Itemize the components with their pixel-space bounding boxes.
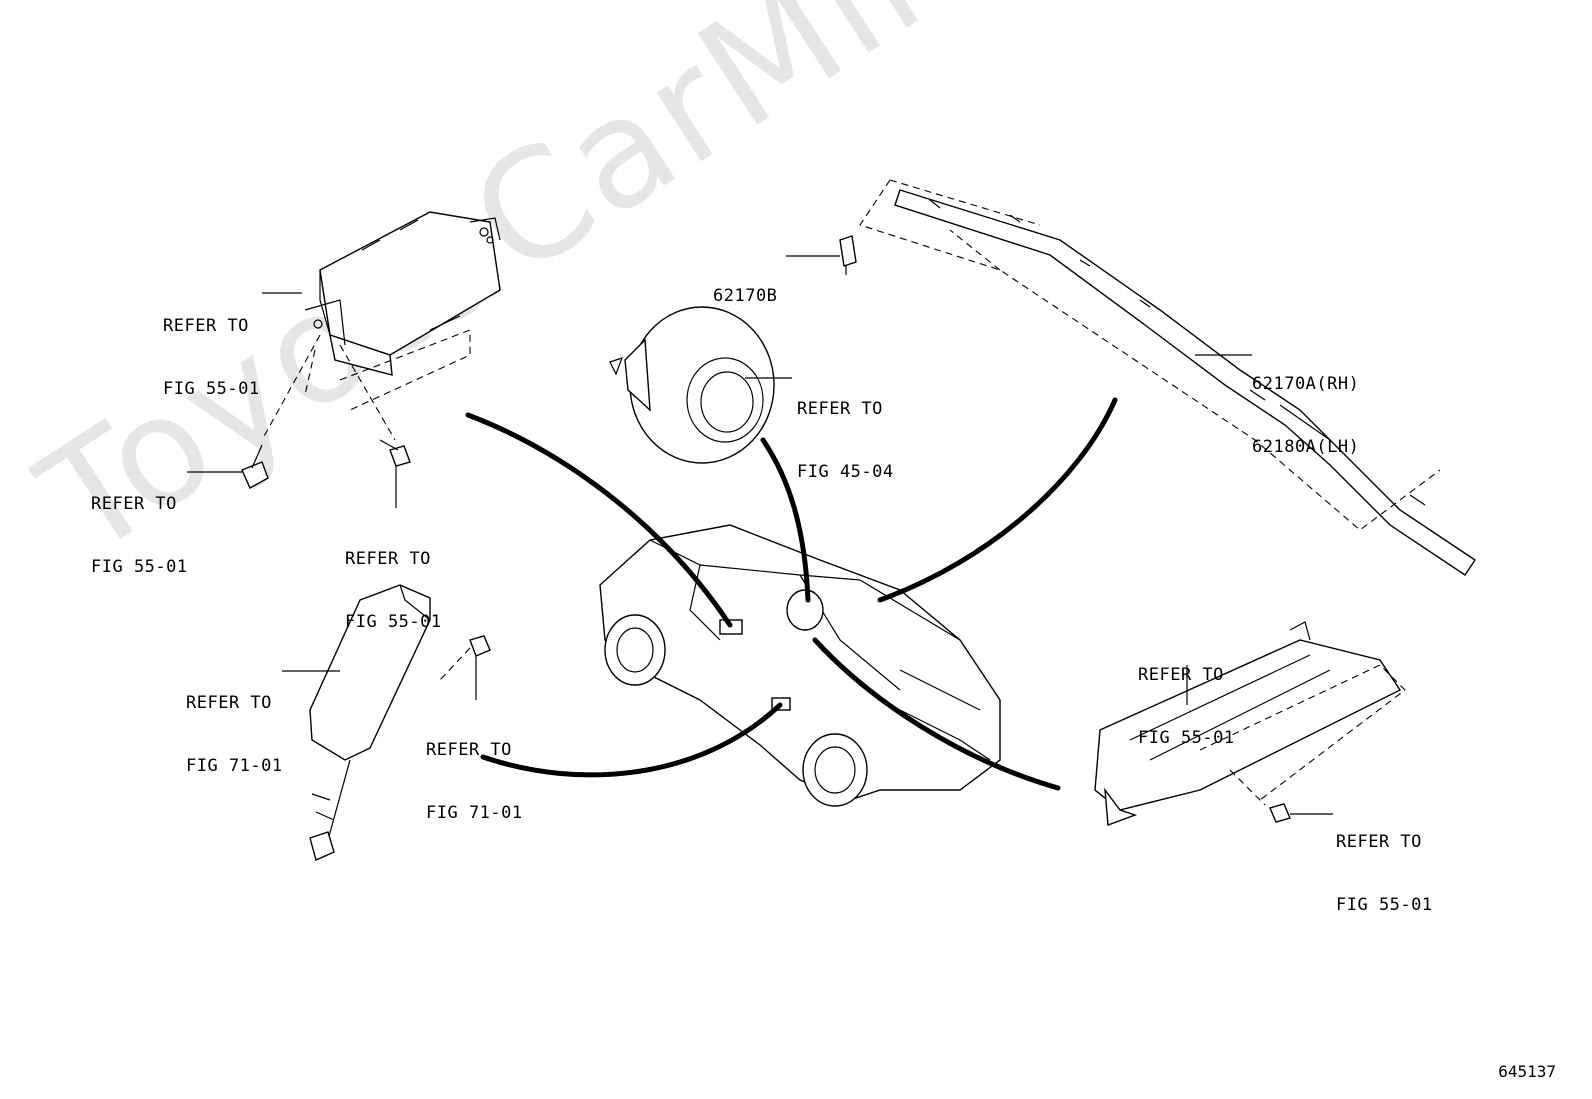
callout-arc-seat [480, 702, 783, 778]
label-seat-airbag: REFER TO FIG 71-01 [186, 651, 283, 798]
label-curtain-airbag: 62170A(RH) 62180A(LH) [1252, 332, 1359, 479]
label-seat-airbag-nut: REFER TO FIG 71-01 [426, 698, 523, 845]
label-line: FIG 55-01 [345, 612, 442, 632]
label-passenger-bolt-left: REFER TO FIG 55-01 [91, 452, 188, 599]
curtain-clip [839, 235, 857, 275]
label-line: FIG 45-04 [797, 462, 894, 482]
label-line: FIG 71-01 [186, 756, 283, 776]
callout-arc-steering [760, 437, 811, 603]
label-knee-airbag-nut: REFER TO FIG 55-01 [1336, 790, 1433, 937]
label-line: REFER TO [186, 693, 272, 713]
front-passenger-airbag [261, 211, 501, 441]
label-line: 62170B [713, 286, 778, 306]
label-line: FIG 55-01 [1336, 895, 1433, 915]
label-steering-wheel-pad: REFER TO FIG 45-04 [797, 357, 894, 504]
label-line: REFER TO [163, 316, 249, 336]
bolt-left [241, 444, 269, 489]
label-line: 62170A(RH) [1252, 374, 1360, 394]
label-line: FIG 55-01 [91, 557, 188, 577]
label-passenger-bolt-right: REFER TO FIG 55-01 [345, 507, 442, 654]
label-line: REFER TO [1336, 832, 1422, 852]
knee-airbag [1094, 621, 1406, 826]
curtain-shield-airbag [859, 179, 1476, 576]
steering-wheel-pad [609, 306, 775, 464]
label-curtain-clip: 62170B [713, 244, 777, 328]
label-line: FIG 55-01 [1138, 728, 1235, 748]
callout-arc-curtain [877, 397, 1118, 603]
vehicle [599, 524, 1001, 807]
label-line: REFER TO [345, 549, 431, 569]
bolt-right [379, 439, 411, 467]
label-line: REFER TO [91, 494, 177, 514]
label-line: 62180A(LH) [1252, 437, 1360, 457]
label-line: REFER TO [426, 740, 512, 760]
label-passenger-airbag-flange: REFER TO FIG 55-01 [163, 274, 260, 421]
callout-arc-knee [812, 637, 1061, 791]
diagram-number: 645137 [1498, 1062, 1556, 1081]
knee-airbag-nut [1269, 803, 1291, 823]
label-line: REFER TO [797, 399, 883, 419]
label-line: REFER TO [1138, 665, 1224, 685]
callout-arc-passenger [465, 412, 733, 628]
label-knee-airbag: REFER TO FIG 55-01 [1138, 623, 1235, 770]
seat-airbag-nut [439, 635, 491, 681]
label-line: FIG 55-01 [163, 379, 260, 399]
label-line: FIG 71-01 [426, 803, 523, 823]
seat-airbag [309, 584, 431, 861]
